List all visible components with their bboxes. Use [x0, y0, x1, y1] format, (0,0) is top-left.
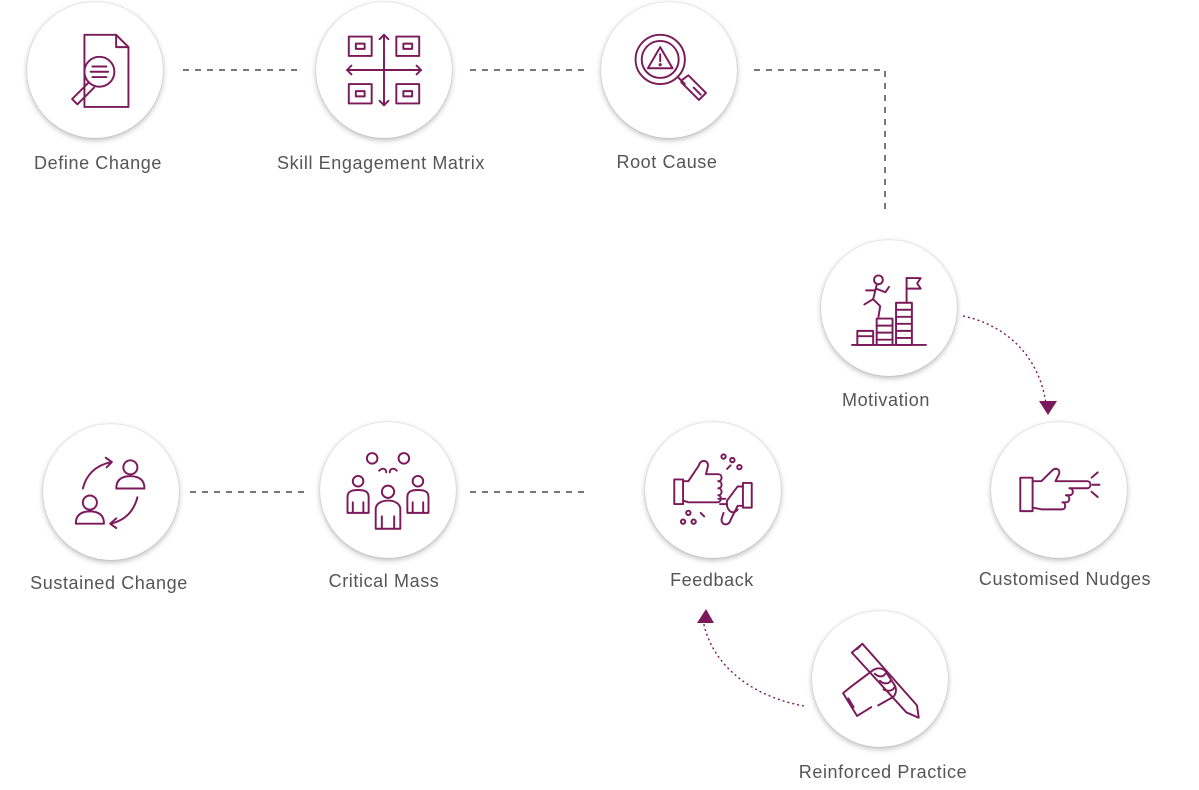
- step-label: Critical Mass: [328, 571, 440, 591]
- arrow-motivation-to-nudges: [962, 315, 1047, 405]
- step-critical-mass[interactable]: [320, 422, 456, 558]
- people-exchange-cycle-icon: [74, 456, 146, 530]
- arrow-practice-to-feedback: [702, 619, 805, 707]
- arrowhead-into-nudges: [1039, 401, 1057, 415]
- step-label: Motivation: [841, 390, 931, 410]
- step-sustained-change[interactable]: [43, 424, 179, 560]
- step-feedback[interactable]: [645, 422, 781, 558]
- hand-holding-pen-icon: [842, 642, 920, 719]
- connector-rootcause-to-motivation: [754, 69, 886, 212]
- document-magnifier-icon: [71, 33, 130, 108]
- step-motivation[interactable]: [821, 240, 957, 376]
- pointing-hand-icon: [1019, 467, 1101, 513]
- step-define-change[interactable]: [27, 2, 163, 138]
- step-customised-nudges[interactable]: [991, 422, 1127, 558]
- step-skill-engagement-matrix[interactable]: [316, 2, 452, 138]
- step-label: Sustained Change: [30, 573, 188, 593]
- group-of-people-icon: [346, 452, 430, 530]
- step-label: Skill Engagement Matrix: [277, 153, 485, 173]
- step-reinforced-practice[interactable]: [812, 611, 948, 747]
- arrowhead-into-feedback: [697, 609, 714, 623]
- step-root-cause[interactable]: [601, 2, 737, 138]
- step-label: Reinforced Practice: [798, 762, 968, 782]
- step-label: Root Cause: [616, 152, 718, 172]
- thumbs-up-down-icon: [673, 453, 753, 526]
- step-label: Define Change: [34, 153, 162, 173]
- climbing-stairs-flag-icon: [851, 274, 927, 346]
- quadrant-matrix-icon: [346, 33, 422, 107]
- step-label: Customised Nudges: [978, 569, 1152, 589]
- magnifier-warning-icon: [634, 33, 707, 101]
- step-label: Feedback: [670, 570, 754, 590]
